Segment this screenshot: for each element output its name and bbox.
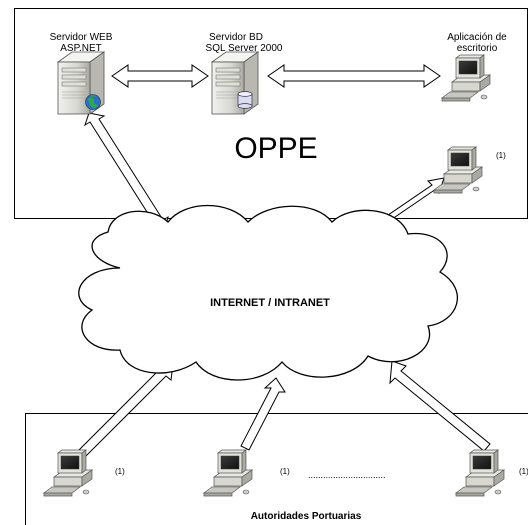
port-computer-1-icon — [43, 449, 93, 497]
db-server-label-1: Servidor BD — [209, 32, 263, 43]
arrow-pc3-cloud — [389, 360, 491, 452]
arrow-db-desktop — [267, 64, 441, 88]
arrow-web-db — [111, 64, 209, 88]
desktop-app-computer-icon — [441, 54, 491, 102]
oppe-title: OPPE — [234, 132, 317, 165]
footnote-pc1: (1) — [115, 467, 125, 476]
arrow-pc1-cloud — [76, 363, 174, 459]
port-computer-3-icon — [455, 449, 505, 497]
footnote-pc2: (1) — [280, 467, 290, 476]
oppe-remote-computer-icon — [433, 146, 483, 194]
port-computer-2-icon — [203, 449, 253, 497]
footnote-oppe-pc: (1) — [496, 151, 506, 160]
internet-cloud — [78, 204, 459, 381]
desktop-app-label-1: Aplicación de — [447, 32, 507, 43]
web-server-label-1: Servidor WEB — [50, 32, 113, 43]
port-authorities-title: Autoridades Portuarias — [251, 511, 362, 522]
web-server-label-2: ASP.NET — [60, 43, 102, 54]
desktop-app-label-2: escritorio — [457, 43, 498, 54]
cloud-label: INTERNET / INTRANET — [210, 297, 330, 309]
arrow-pc2-cloud — [240, 377, 286, 451]
footnote-pc3: (1) — [519, 467, 528, 476]
database-icon — [237, 91, 253, 109]
port-authorities-zone — [25, 413, 528, 525]
db-server-label-2: SQL Server 2000 — [206, 43, 283, 54]
ellipsis-dots: ............................... — [308, 470, 386, 480]
globe-icon — [85, 94, 101, 110]
